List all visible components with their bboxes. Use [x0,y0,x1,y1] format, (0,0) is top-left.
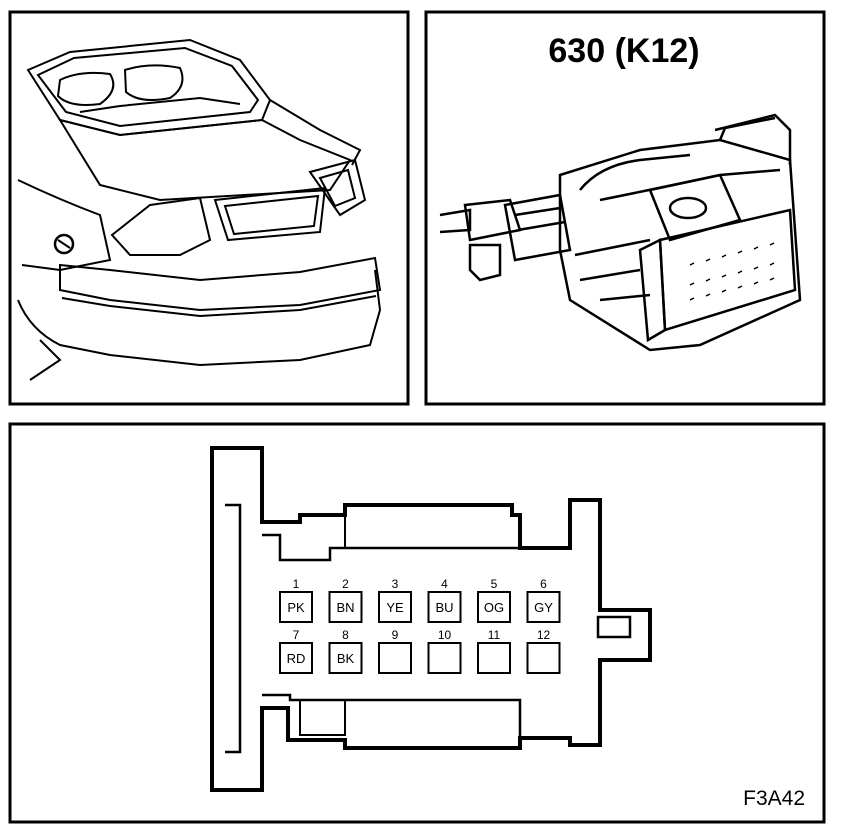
pin-wire-color: BN [336,600,354,615]
pin-grid: 1PK 2BN 3YE 4BU 5OG 6GY 7RD 8BK 9 10 11 12 [279,577,561,674]
pin-wire-color: BU [435,600,453,615]
pin-wire-color: BK [337,651,355,666]
pin-cavity [328,642,363,674]
pin-cavity [526,642,561,674]
pin-number: 1 [293,577,300,591]
pin-cavity [477,642,511,674]
pin-number: 5 [491,577,498,591]
pin-cavity [378,642,412,674]
pin-cavity [328,591,363,623]
pin-wire-color: PK [287,600,305,615]
pin-number: 2 [342,577,349,591]
pin-number: 4 [441,577,448,591]
connector-3d-illustration [439,113,802,352]
pin-wire-color: OG [484,600,504,615]
pin-number: 6 [540,577,547,591]
connector-face-outline [210,446,652,792]
pin-number: 11 [488,628,501,642]
pinout-panel: 1PK 2BN 3YE 4BU 5OG 6GY 7RD 8BK 9 10 11 12 F3A42 [8,422,826,824]
pin-cavity [477,591,511,623]
pin-number: 7 [293,628,300,642]
car-rear-illustration [17,38,382,381]
car-location-panel [8,10,410,406]
pin-number: 12 [537,628,551,642]
figure-code: F3A42 [743,787,805,810]
pin-cavity [279,591,313,623]
pin-cavity [526,591,561,623]
pin-cavity [427,591,462,623]
pin-wire-color: GY [534,600,553,615]
pin-number: 8 [342,628,349,642]
pin-wire-color: YE [386,600,404,615]
pin-number: 9 [392,628,399,642]
pin-number: 10 [438,628,452,642]
pin-wire-color: RD [287,651,306,666]
pin-number: 3 [392,577,399,591]
connector-title: 630 (K12) [548,32,699,70]
connector-3d-panel: 630 (K12) [424,10,826,406]
pin-cavity [279,642,313,674]
pin-cavity [378,591,412,623]
pin-cavity [427,642,462,674]
